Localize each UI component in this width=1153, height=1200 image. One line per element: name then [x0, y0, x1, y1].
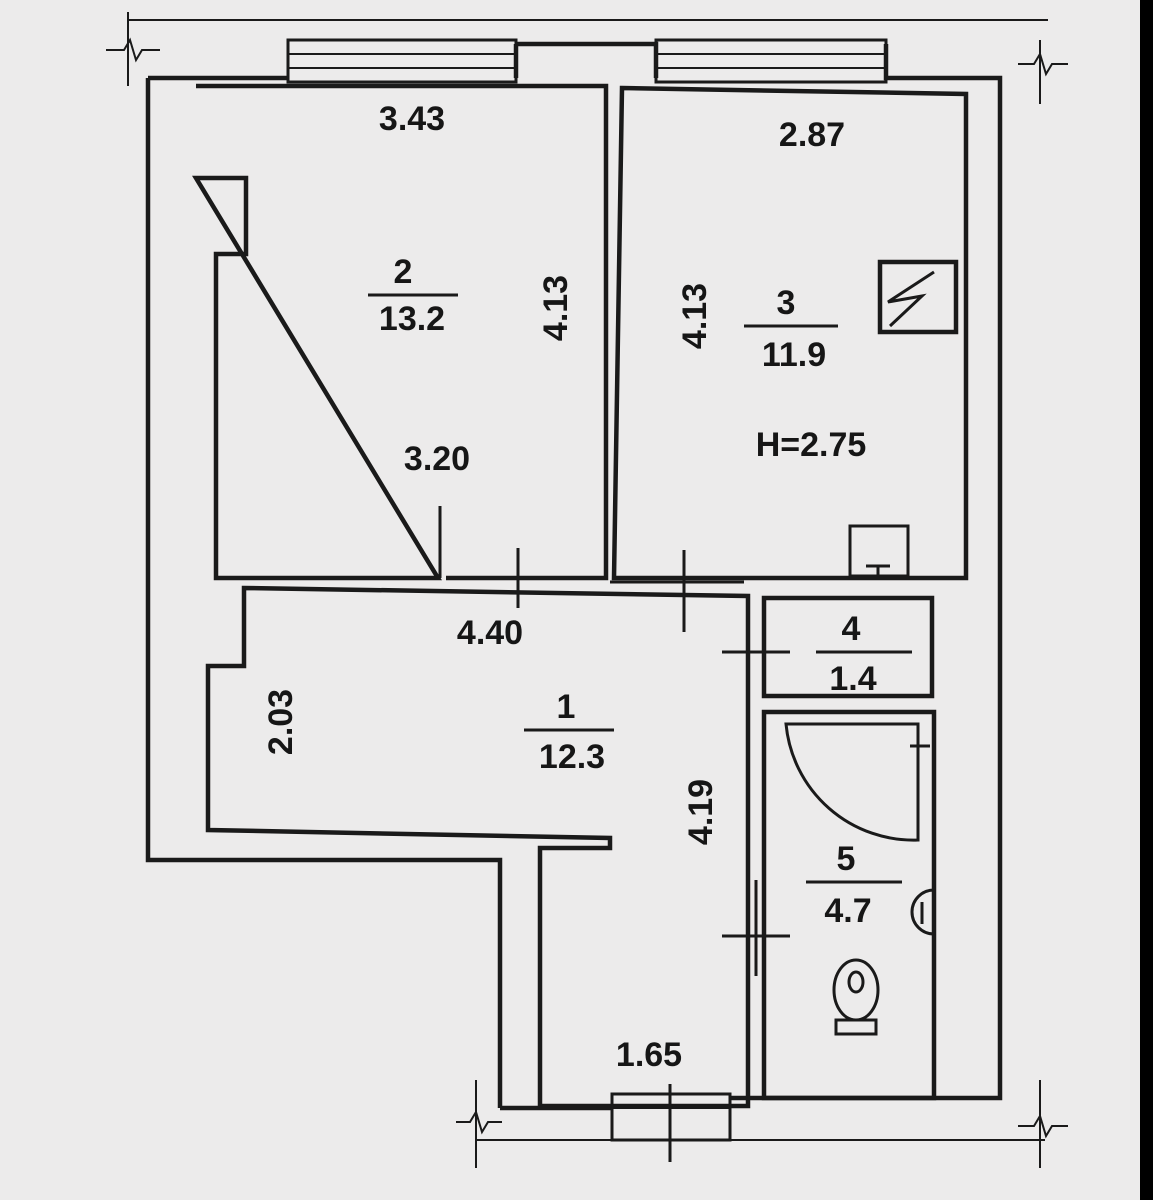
room-5-label: 5 4.7	[806, 840, 902, 930]
dimension-room-2-top: 3.43	[379, 100, 445, 138]
dimension-room-1-left: 2.03	[262, 689, 300, 755]
dimension-room-3-side: 4.13	[676, 283, 714, 349]
room-5-outline	[761, 709, 937, 1101]
window-room-2	[286, 38, 518, 84]
sink-icon	[910, 888, 935, 936]
room-2-area: 13.2	[379, 300, 445, 338]
dimension-room-2-bottom: 3.20	[404, 440, 470, 478]
room-1-number: 1	[557, 688, 576, 726]
entrance-door	[610, 1084, 732, 1162]
radiator-icon	[848, 524, 910, 578]
room-4-number: 4	[842, 610, 861, 648]
dimension-room-1-side: 4.19	[682, 779, 720, 845]
room-5-area: 4.7	[824, 892, 871, 930]
room-2-label: 2 13.2	[368, 253, 458, 338]
room-4-area: 1.4	[829, 660, 876, 698]
room-4-label: 4 1.4	[816, 610, 912, 698]
room-3-label: 3 11.9	[744, 284, 838, 374]
room-3-outline	[611, 85, 969, 581]
room-2-door	[438, 506, 606, 608]
shower-tray-icon	[784, 722, 930, 842]
room-2-number: 2	[394, 253, 413, 291]
dimension-room-1-bottom: 1.65	[616, 1036, 682, 1074]
room-1-area: 12.3	[539, 738, 605, 776]
toilet-icon	[832, 958, 880, 1036]
ceiling-height: H=2.75	[756, 426, 867, 464]
room-3-area: 11.9	[762, 336, 826, 374]
room-1-doors	[610, 550, 790, 976]
dimension-room-3-top: 2.87	[779, 116, 845, 154]
axis-lines	[106, 12, 1068, 1168]
room-1-outline	[205, 585, 751, 1109]
room-4-outline	[761, 595, 935, 699]
room-3-number: 3	[777, 284, 796, 322]
window-room-3	[654, 38, 888, 84]
dimension-room-1-top: 4.40	[457, 614, 523, 652]
room-5-number: 5	[837, 840, 856, 878]
room-1-label: 1 12.3	[524, 688, 614, 776]
dimension-room-2-side: 4.13	[537, 275, 575, 341]
electrical-panel-icon	[877, 259, 959, 335]
